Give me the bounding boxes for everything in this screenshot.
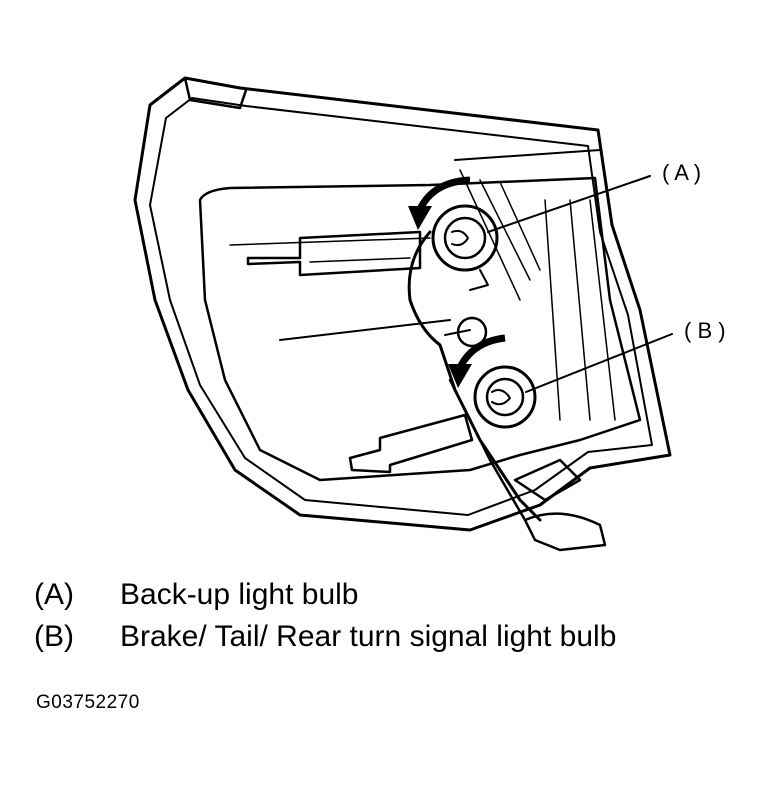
wire-harness [407, 230, 542, 522]
rotate-arrow-icon [448, 334, 506, 388]
reflector [198, 176, 642, 482]
legend-key-a: (A) [34, 578, 74, 611]
legend-text-a: Back-up light bulb [120, 578, 359, 611]
leader-line-b [525, 333, 673, 393]
leader-line-a [487, 175, 651, 233]
legend-text-b: Brake/ Tail/ Rear turn signal light bulb [120, 620, 617, 653]
rotate-arrow-icon [408, 176, 471, 230]
legend: (A) Back-up light bulb (B) Brake/ Tail/ … [34, 574, 754, 658]
callout-label-a: ( A ) [662, 160, 701, 185]
brake-bulb-stem [348, 413, 474, 474]
callout-label-b: ( B ) [684, 318, 726, 343]
socket-b [473, 365, 537, 429]
housing-inner-rim [149, 97, 653, 516]
legend-row-a: (A) Back-up light bulb [34, 574, 754, 616]
legend-key-b: (B) [34, 620, 74, 653]
housing-tab [183, 76, 248, 110]
backup-bulb-stem [246, 230, 422, 277]
legend-row-b: (B) Brake/ Tail/ Rear turn signal light … [34, 616, 754, 658]
figure-id: G03752270 [36, 692, 140, 713]
socket-a [431, 204, 499, 272]
tail-light-diagram: ( A ) ( B ) [133, 76, 726, 552]
housing-outline [133, 76, 672, 532]
